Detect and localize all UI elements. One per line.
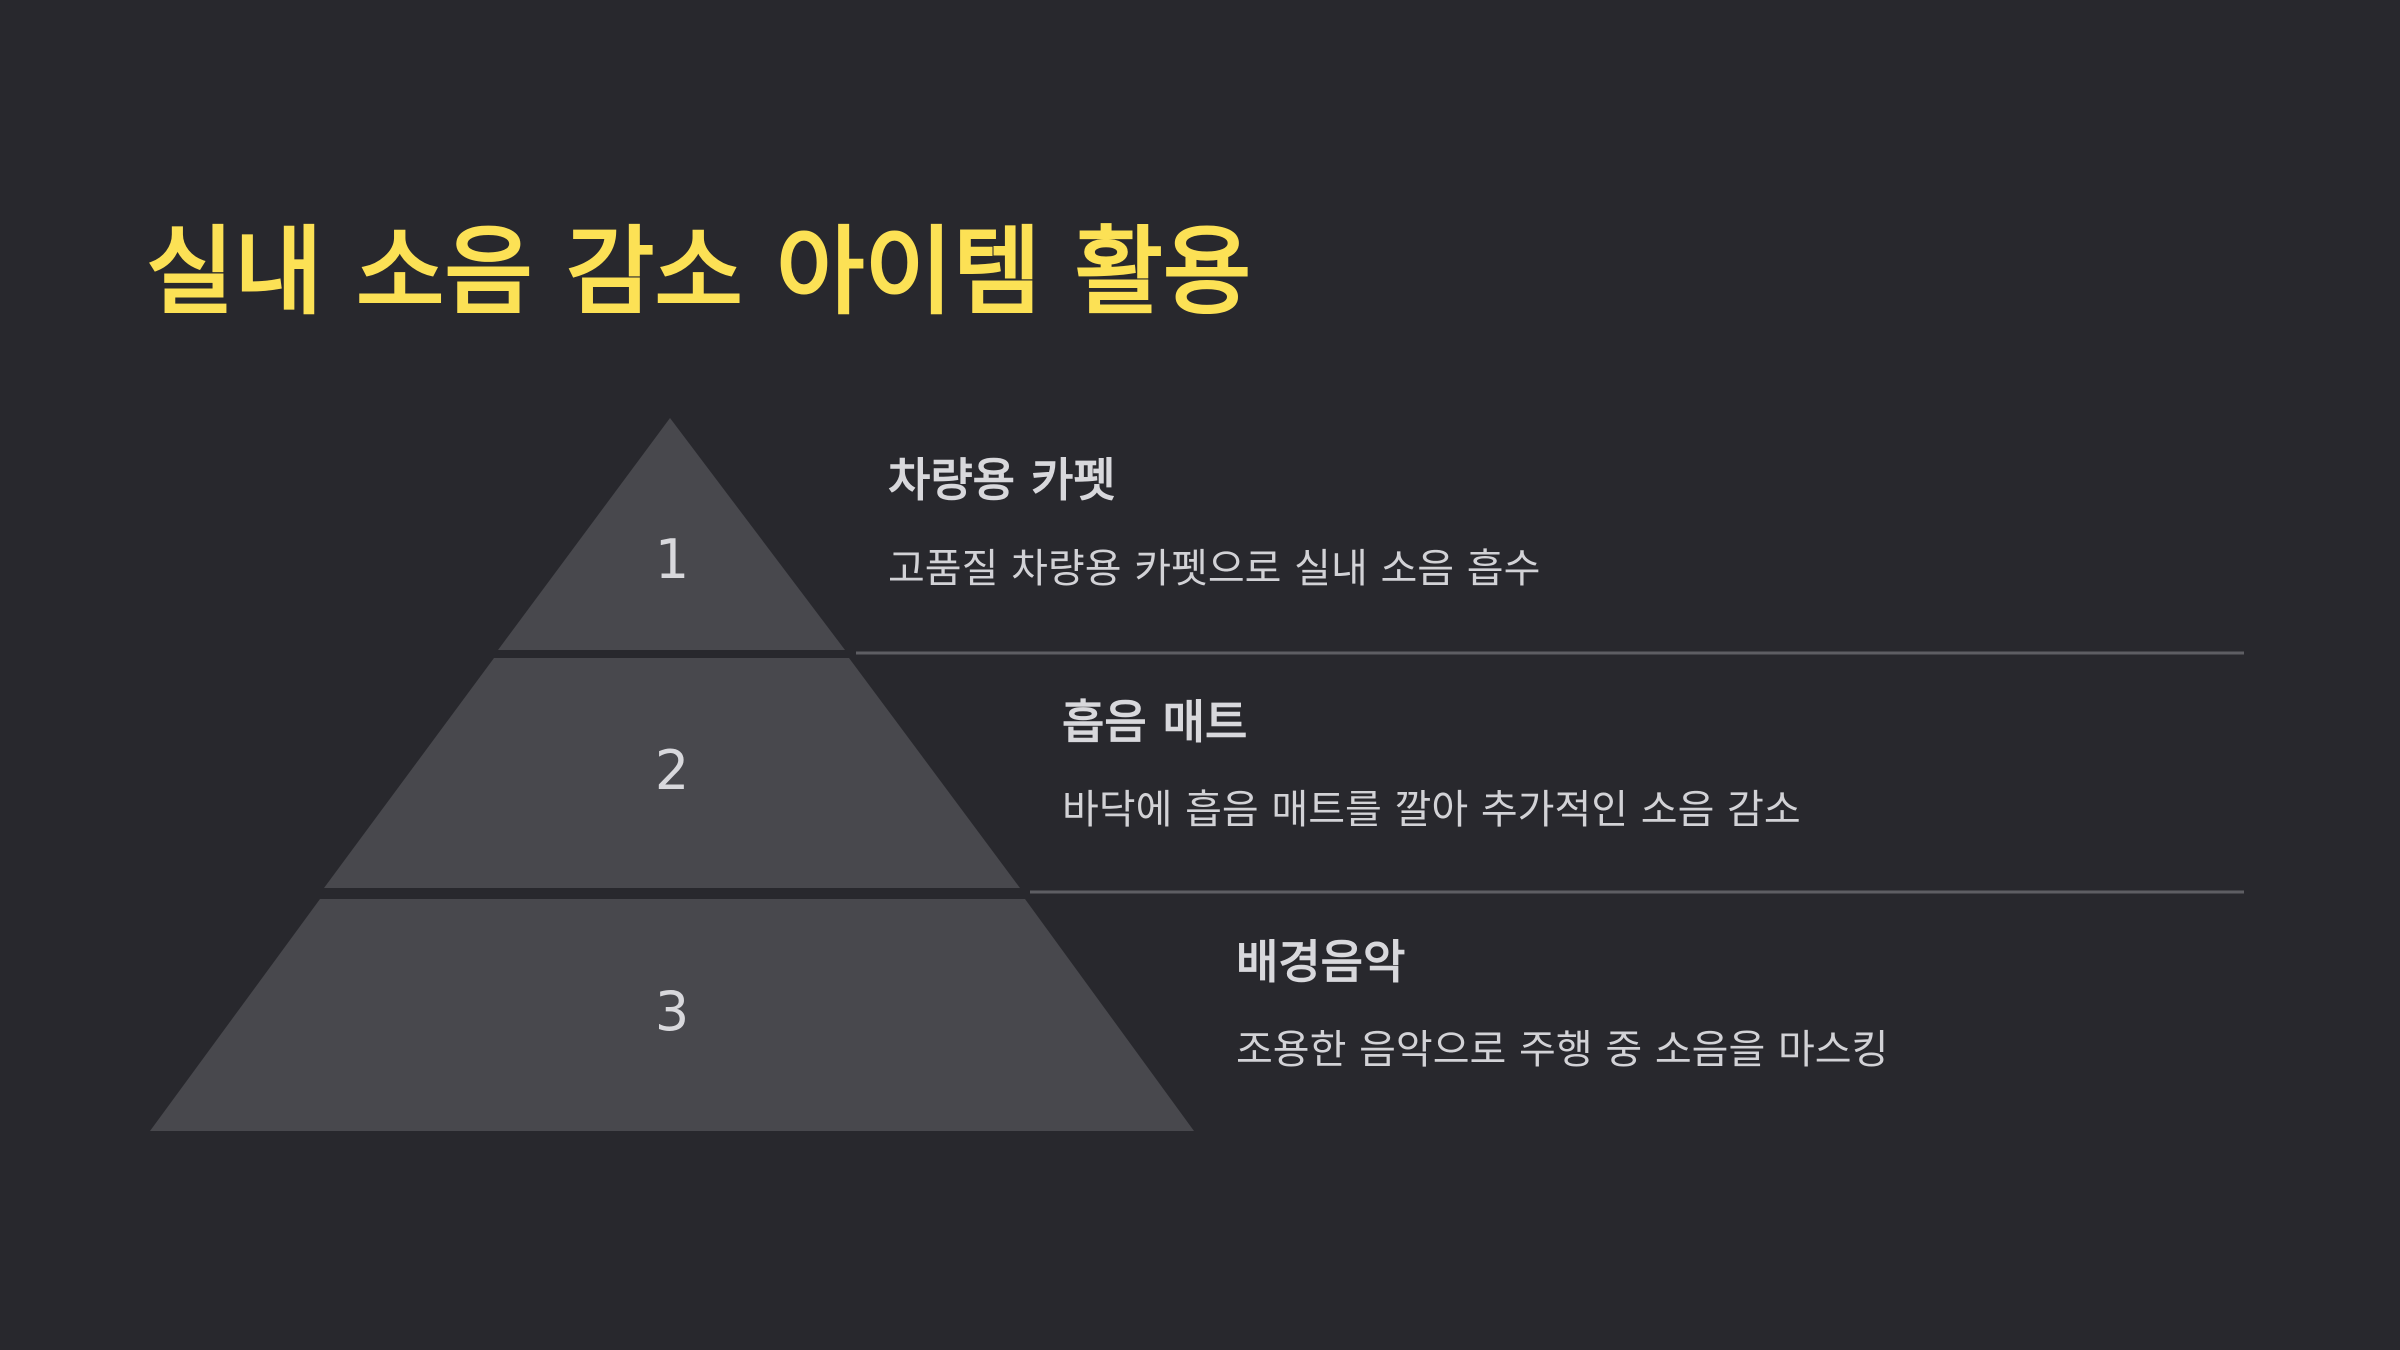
tier-1-number: 1 xyxy=(655,528,689,591)
tier-1-title: 차량용 카펫 xyxy=(888,453,1116,507)
tier-2-number: 2 xyxy=(655,739,689,802)
tier-3-title: 배경음악 xyxy=(1236,935,1406,989)
tier-3-description: 조용한 음악으로 주행 중 소음을 마스킹 xyxy=(1236,1027,1889,1073)
pyramid-tier-1 xyxy=(498,418,845,650)
tier-2-title: 흡음 매트 xyxy=(1062,695,1248,749)
tier-3-number: 3 xyxy=(655,980,689,1043)
pyramid-tier-2 xyxy=(324,658,1020,888)
slide-title: 실내 소음 감소 아이템 활용 xyxy=(146,216,1252,328)
pyramid-tier-3 xyxy=(150,899,1194,1131)
tier-1-description: 고품질 차량용 카펫으로 실내 소음 흡수 xyxy=(888,546,1541,592)
tier-2-description: 바닥에 흡음 매트를 깔아 추가적인 소음 감소 xyxy=(1062,787,1801,833)
